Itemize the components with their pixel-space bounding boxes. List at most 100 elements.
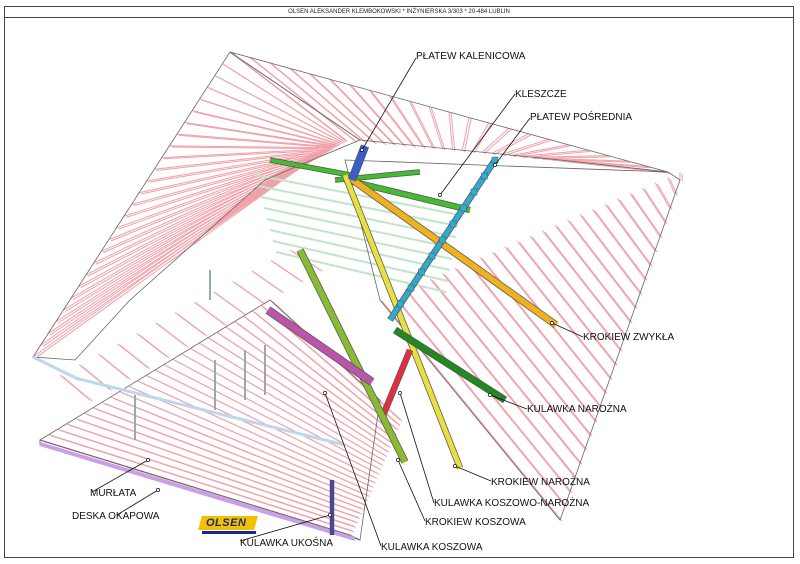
rafter xyxy=(271,63,368,144)
wall-plate xyxy=(74,376,346,447)
leader-dot xyxy=(360,148,364,152)
rafter xyxy=(642,187,666,223)
collar-tie-pale xyxy=(269,229,451,271)
rafter xyxy=(59,429,357,528)
rafter xyxy=(42,164,305,347)
rafter xyxy=(68,424,359,524)
leader-line xyxy=(454,465,492,482)
rafter xyxy=(392,294,566,507)
rafter xyxy=(86,413,362,515)
rafter xyxy=(95,158,317,265)
rafter xyxy=(450,113,456,152)
hip-rafter xyxy=(342,174,463,469)
rafter xyxy=(448,111,453,151)
rafter xyxy=(148,376,376,484)
rafter xyxy=(429,278,581,464)
rafter xyxy=(419,284,578,480)
rafter xyxy=(118,155,322,230)
rafter xyxy=(644,188,668,224)
rafter xyxy=(388,95,424,148)
rafter xyxy=(201,343,388,458)
purlin-segment xyxy=(428,252,436,260)
rafter xyxy=(520,149,589,157)
rafter xyxy=(569,220,638,310)
rafter xyxy=(192,349,386,462)
rafter xyxy=(254,311,399,431)
rafter xyxy=(50,163,306,336)
rafter xyxy=(154,149,328,170)
rafter xyxy=(542,230,626,337)
rafter xyxy=(469,263,598,423)
rafter xyxy=(183,354,384,466)
rafter xyxy=(245,316,397,435)
rafter xyxy=(100,354,131,380)
rafter xyxy=(146,150,327,182)
rafter xyxy=(112,397,368,502)
label-kleszcze: KLESZCZE xyxy=(515,89,567,100)
rafter xyxy=(581,215,643,295)
rafter xyxy=(138,334,170,359)
leader-line xyxy=(239,514,331,542)
rafter xyxy=(201,99,341,146)
rafter xyxy=(523,150,591,159)
rafter xyxy=(139,381,374,489)
leader-line xyxy=(361,57,417,151)
rafter xyxy=(481,127,510,154)
rafter xyxy=(471,122,490,153)
rafter xyxy=(491,133,529,155)
rafter xyxy=(579,214,641,294)
rafter xyxy=(513,145,571,158)
label-kulawka-narozna: KULAWKA NAROŻNA xyxy=(527,404,627,415)
leader-lines xyxy=(91,57,584,547)
rafter xyxy=(34,165,303,359)
label-platew-posrednia: PŁATEW POŚREDNIA xyxy=(530,112,633,123)
rafter xyxy=(234,282,265,305)
rafter xyxy=(156,150,330,172)
purlin-segment xyxy=(397,300,404,308)
highlighted-members xyxy=(265,144,559,535)
rafter xyxy=(194,111,339,147)
collar-tie-pale xyxy=(263,207,455,249)
rafter xyxy=(540,157,629,162)
rafter xyxy=(163,149,332,160)
rafter xyxy=(394,295,568,508)
rafter xyxy=(272,261,304,283)
rafter xyxy=(42,440,353,537)
rafter xyxy=(667,177,676,195)
rafter xyxy=(57,162,308,324)
label-kulawka-koszowa: KULAWKA KOSZOWA xyxy=(381,542,483,553)
rafter xyxy=(530,155,609,158)
rafter xyxy=(617,198,656,252)
rafter xyxy=(186,123,337,148)
rafter xyxy=(210,338,390,453)
rafter xyxy=(291,69,377,145)
rafter xyxy=(157,323,189,348)
rafter xyxy=(110,156,320,242)
rafter xyxy=(431,279,583,465)
leader-dot xyxy=(550,321,554,325)
roof-plane-outline xyxy=(344,159,681,521)
rafter xyxy=(531,236,623,352)
purlin-segment xyxy=(407,284,415,292)
leader-dot xyxy=(398,391,402,395)
rafter xyxy=(654,182,671,209)
label-krokiew-zwykla: KROKIEW ZWYKŁA xyxy=(583,332,675,343)
label-krokiew-narozna: KROKIEW NAROŻNA xyxy=(491,477,590,488)
rafter xyxy=(103,157,318,254)
leader-dot xyxy=(146,458,150,462)
rafter xyxy=(184,121,335,147)
rafter xyxy=(329,78,395,145)
leader-dot xyxy=(488,393,492,397)
rafter xyxy=(504,246,611,379)
leader-dot xyxy=(493,163,497,167)
rafter xyxy=(80,159,313,289)
rafter xyxy=(473,123,492,154)
rafter xyxy=(174,359,382,471)
sheet-frame xyxy=(4,6,794,558)
leader-dot xyxy=(438,193,442,197)
rafter xyxy=(604,203,651,266)
rafter xyxy=(503,139,551,157)
collar-tie xyxy=(269,158,351,177)
rafter xyxy=(148,151,329,183)
rafter xyxy=(428,106,444,150)
